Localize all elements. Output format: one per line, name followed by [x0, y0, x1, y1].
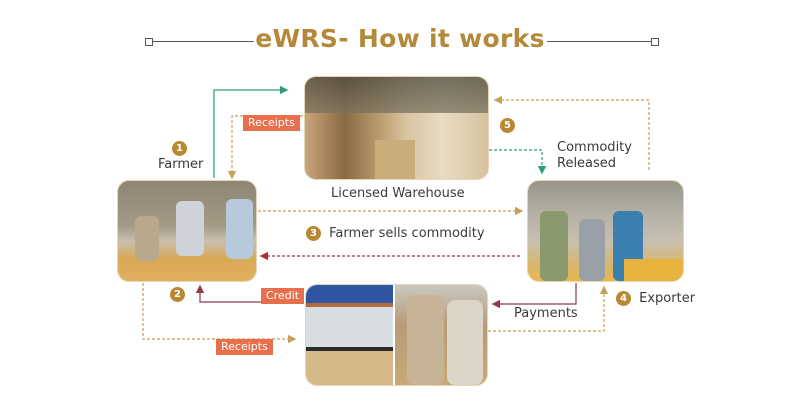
exporter-label: 4 Exporter	[616, 291, 695, 306]
arrow-farmer-to-warehouse	[213, 85, 289, 178]
arrow-bank-to-exporter	[488, 285, 609, 332]
title-line-left	[152, 41, 254, 42]
payments-label: Payments	[514, 306, 578, 321]
receipts-tag-bottom: Receipts	[216, 339, 273, 355]
step-2-badge: 2	[170, 287, 185, 302]
warehouse-photo	[304, 76, 489, 180]
title-line-right	[547, 41, 651, 42]
bank-counter-photo	[305, 284, 488, 386]
title-line-right-end	[651, 38, 659, 46]
farmers-photo	[117, 180, 257, 282]
title-line-left-end	[145, 38, 153, 46]
farmer-step-badge: 1	[172, 141, 187, 156]
arrow-payments-to-bank	[491, 283, 577, 309]
arrow-receipts-to-farmer	[227, 115, 303, 180]
warehouse-label: Licensed Warehouse	[331, 186, 465, 201]
step-5-badge: 5	[500, 118, 515, 133]
receipts-tag-top: Receipts	[243, 115, 300, 131]
commodity-released-label: Commodity Released	[557, 140, 632, 171]
credit-tag: Credit	[261, 288, 305, 304]
page-title: eWRS- How it works	[255, 24, 545, 53]
farmer-label: Farmer	[158, 157, 204, 172]
step-3-label: 3 Farmer sells commodity	[306, 226, 485, 241]
arrow-commodity-released	[489, 149, 547, 175]
exporters-photo	[527, 180, 684, 282]
arrow-exporter-to-warehouse	[493, 95, 650, 170]
